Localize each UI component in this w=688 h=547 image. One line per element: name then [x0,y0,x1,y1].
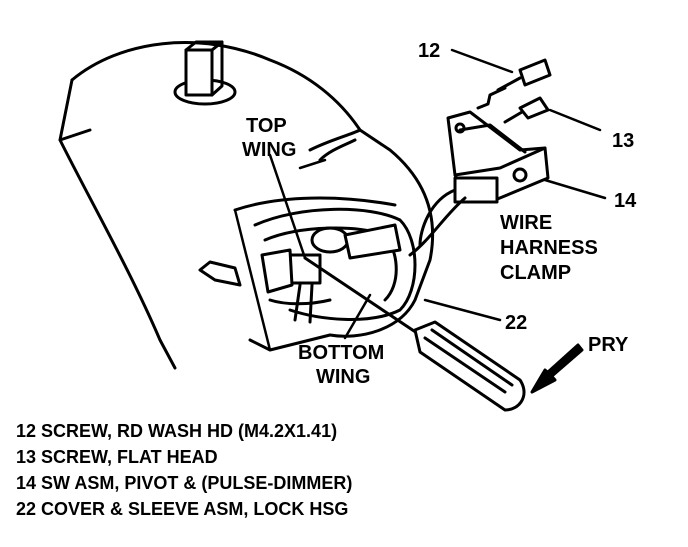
bottom-wing-label-1: BOTTOM [298,342,385,364]
switch-cavity [253,207,417,324]
callout-14: 14 [614,190,637,212]
harness-label-2: HARNESS [500,237,598,259]
harness-label-3: CLAMP [500,262,572,284]
parts-legend: 12 SCREW, RD WASH HD (M4.2X1.41) 13 SCRE… [16,418,352,522]
callout-13: 13 [612,130,635,152]
bottom-wing-label-2: WING [316,366,371,388]
pivot-switch [408,110,550,257]
pry-label: PRY [588,334,629,356]
screw-13 [503,96,550,124]
callout-12: 12 [418,40,441,62]
legend-item-13: 13 SCREW, FLAT HEAD [16,447,218,467]
harness-label-1: WIRE [500,212,553,234]
ignition-stalk [173,40,237,106]
pry-arrow [530,343,584,394]
top-wing-label-2: WING [242,139,297,161]
leader-lines [268,48,607,340]
legend-item-22: 22 COVER & SLEEVE ASM, LOCK HSG [16,499,349,519]
top-wing-label-1: TOP [246,115,287,137]
legend-item-14: 14 SW ASM, PIVOT & (PULSE-DIMMER) [16,473,353,493]
lock-housing [58,41,435,370]
callout-22: 22 [505,312,528,334]
screwdriver [303,256,526,412]
legend-item-12: 12 SCREW, RD WASH HD (M4.2X1.41) [16,421,338,441]
screw-12 [476,58,552,110]
